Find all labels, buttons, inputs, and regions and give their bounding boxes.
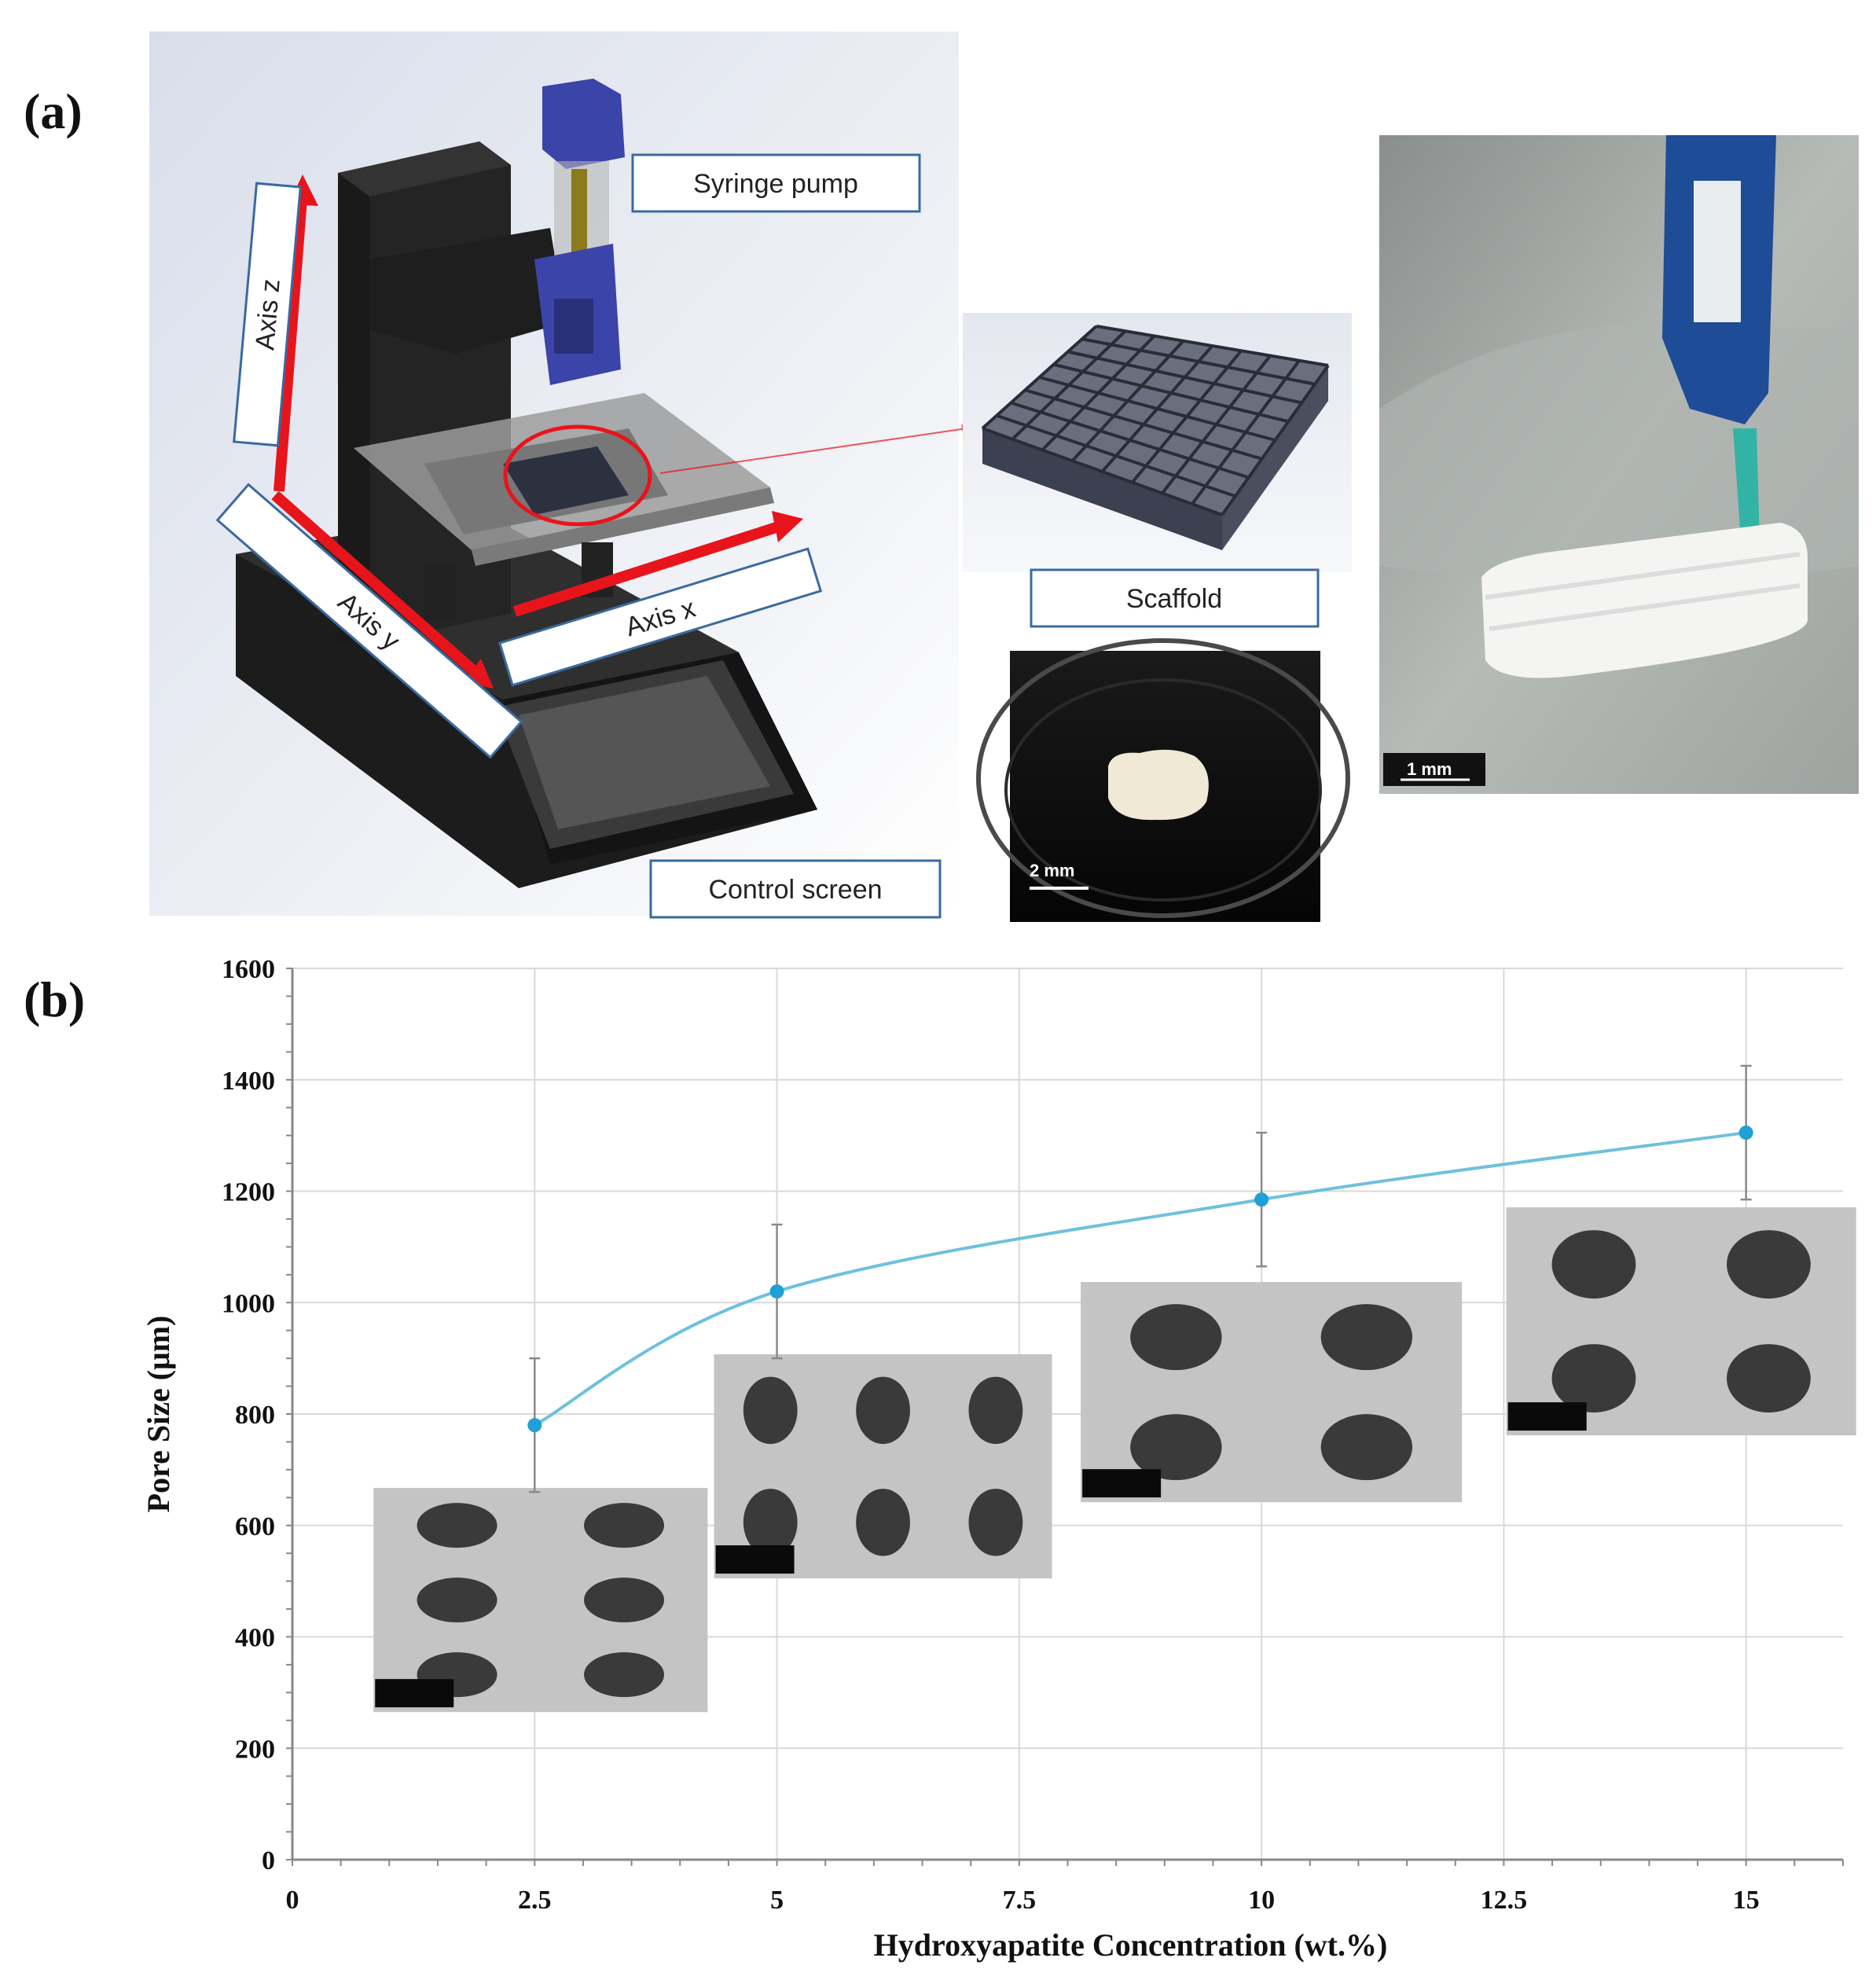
sem-pore	[743, 1489, 798, 1556]
pore-size-chart: 0 200 400 600 800 1000 1200 1400 1600 0 2.5 5 7.5 10 1…	[141, 955, 1856, 1963]
x-axis-title: Hydroxyapatite Concentration (wt.%)	[874, 1927, 1388, 1963]
scaffold-label: Scaffold	[1126, 584, 1222, 614]
scaffold-render	[963, 313, 1352, 572]
sem-inset-2	[1081, 1282, 1463, 1503]
sem-pore	[743, 1376, 798, 1445]
y-tick-label: 1400	[222, 1067, 275, 1096]
scaffold-strut	[1053, 362, 1289, 424]
chart-tick-labels: 0 200 400 600 800 1000 1200 1400 1600 0 2.5 5 7.5 10 1…	[222, 955, 1760, 1915]
sem-pore	[584, 1652, 665, 1698]
panel-label-b: (b)	[24, 971, 86, 1027]
dish-photo-scale-label: 2 mm	[1030, 861, 1074, 880]
syringe-pump-callout	[631, 153, 921, 213]
sem-pore	[1551, 1230, 1636, 1299]
axis-y-arrow	[271, 490, 483, 681]
sem-pore	[856, 1376, 910, 1445]
sem-pore	[1551, 1344, 1636, 1413]
chart-axes	[286, 968, 1844, 1866]
x-tick-label: 15	[1733, 1886, 1760, 1915]
x-tick-label: 10	[1248, 1886, 1275, 1915]
sem-scale-bar	[715, 1545, 795, 1574]
control-screen-label: Control screen	[708, 875, 882, 905]
printing-process-photo: 1 mm	[1379, 135, 1859, 794]
printer-illustration	[236, 79, 817, 888]
axis-z-label: Axis z	[250, 277, 286, 351]
scaffold-strut	[1191, 359, 1301, 505]
y-tick-label: 1600	[222, 955, 275, 984]
data-point	[1738, 1126, 1753, 1140]
scaffold-strut	[1096, 325, 1329, 367]
sem-pore	[584, 1577, 665, 1623]
y-tick-label: 200	[235, 1735, 275, 1764]
scaffold-highlight-ring	[503, 424, 652, 527]
sem-pore	[968, 1489, 1023, 1556]
scaffold-strut	[1067, 350, 1302, 405]
scaffold-callout	[1030, 568, 1320, 628]
control-screen-callout	[649, 859, 942, 919]
syringe-pump	[534, 79, 625, 385]
printing-photo-scale-label: 1 mm	[1407, 759, 1452, 779]
sem-scale-bar	[375, 1679, 454, 1708]
data-point	[1254, 1192, 1269, 1207]
axis-z-arrow	[274, 188, 308, 492]
sem-pore	[1727, 1230, 1811, 1299]
sem-pore	[1727, 1344, 1811, 1413]
sem-pore	[1320, 1414, 1413, 1481]
y-tick-label: 400	[235, 1624, 275, 1653]
sem-insets	[373, 1207, 1856, 1713]
sem-pore	[417, 1577, 497, 1623]
panel-a-figure: Axis z Axis y Axis x Syringe pump Contro…	[149, 31, 1859, 922]
axis-arrows	[271, 174, 803, 689]
sem-pore	[1130, 1304, 1222, 1371]
sem-pore	[968, 1376, 1023, 1445]
sem-scale-bar	[1507, 1402, 1587, 1431]
scaffold-strut	[1081, 337, 1316, 386]
series-line	[534, 1131, 1746, 1427]
sem-inset-3	[1506, 1207, 1856, 1436]
scaffold-strut	[1131, 349, 1243, 484]
x-tick-label: 0	[286, 1886, 299, 1915]
x-tick-label: 5	[770, 1886, 784, 1915]
y-axis-title: Pore Size (μm)	[141, 1316, 176, 1513]
sem-pore	[417, 1503, 497, 1548]
scaffold-strut	[1161, 354, 1272, 494]
y-tick-label: 600	[235, 1512, 275, 1541]
x-tick-label: 2.5	[518, 1886, 552, 1915]
data-point	[769, 1284, 784, 1299]
sem-pore	[856, 1489, 910, 1556]
panel-label-a: (a)	[24, 83, 83, 139]
sem-pore	[1320, 1304, 1413, 1371]
scaffold-dish-photo: 2 mm	[976, 638, 1350, 922]
x-tick-label: 12.5	[1481, 1886, 1528, 1915]
chart-series	[527, 1064, 1753, 1493]
sem-texture	[1506, 1207, 1856, 1436]
data-point	[527, 1418, 542, 1433]
scaffold-strut	[1221, 364, 1330, 516]
y-tick-label: 0	[262, 1846, 275, 1875]
scaffold-pointer-line	[659, 424, 971, 474]
y-tick-label: 800	[235, 1401, 275, 1430]
axis-y-callout: Axis y	[215, 483, 523, 759]
sem-pore	[584, 1503, 665, 1548]
sem-pore	[1130, 1414, 1222, 1481]
y-tick-label: 1200	[222, 1178, 275, 1207]
scaffold-strut	[1038, 376, 1276, 442]
y-tick-label: 1000	[222, 1289, 275, 1318]
sem-scale-bar	[1082, 1469, 1162, 1498]
axis-z-callout: Axis z	[233, 182, 302, 447]
syringe-pump-label: Syringe pump	[693, 169, 858, 199]
sem-inset-0	[373, 1488, 708, 1713]
sem-inset-1	[714, 1354, 1052, 1579]
x-tick-label: 7.5	[1003, 1886, 1037, 1915]
axis-x-arrow	[512, 519, 788, 617]
